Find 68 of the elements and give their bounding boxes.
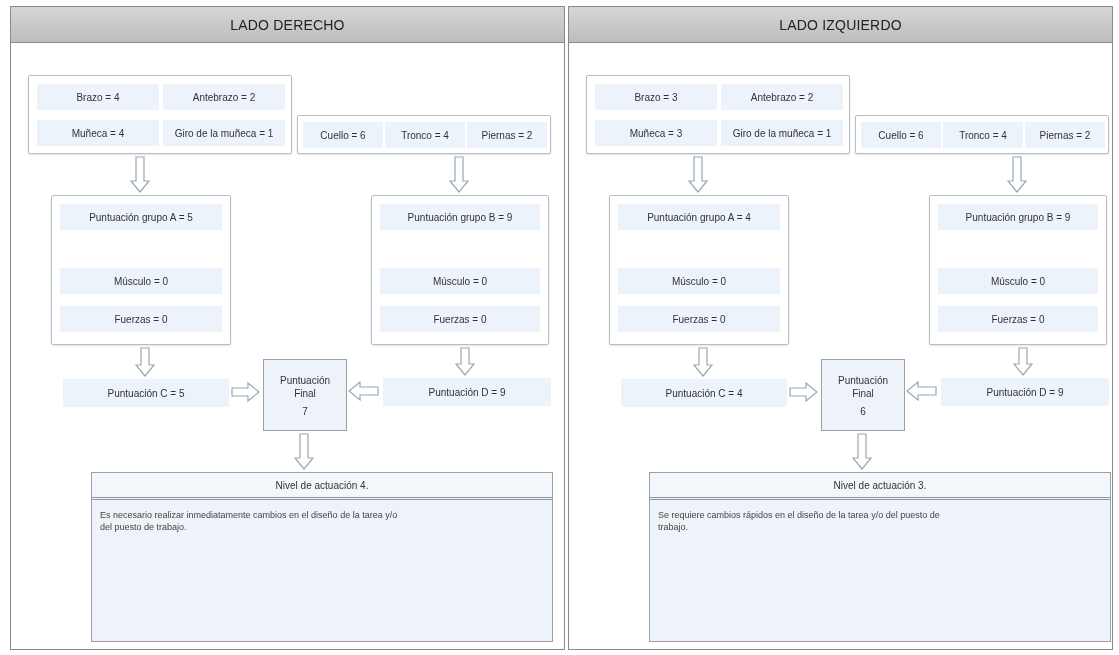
score-field: Tronco = 4 — [385, 122, 465, 148]
score-field: Puntuación grupo A = 4 — [618, 204, 780, 230]
block-arrow — [448, 156, 470, 193]
score-field: Puntuación C = 5 — [63, 379, 229, 407]
score-field: Muñeca = 4 — [37, 120, 159, 146]
action-level-box — [649, 472, 1111, 642]
block-arrow — [789, 381, 818, 403]
block-arrow — [851, 433, 873, 470]
score-field: Fuerzas = 0 — [938, 306, 1098, 332]
group-box — [28, 75, 292, 154]
score-label: Puntuación Final — [836, 373, 889, 400]
action-level-heading: Nivel de actuación 3. — [650, 473, 1110, 500]
score-field: Piernas = 2 — [467, 122, 547, 148]
score-field: Músculo = 0 — [380, 268, 540, 294]
panel-heading: LADO IZQUIERDO — [569, 7, 1112, 43]
panel — [10, 6, 565, 650]
score-field: Fuerzas = 0 — [60, 306, 222, 332]
panel-heading: LADO DERECHO — [11, 7, 564, 43]
score-field: Puntuación D = 9 — [941, 378, 1109, 406]
group-box — [51, 195, 231, 345]
block-arrow — [134, 347, 156, 377]
block-arrow — [293, 433, 315, 470]
score-field: Puntuación grupo A = 5 — [60, 204, 222, 230]
block-arrow — [1006, 156, 1028, 193]
score-field: Músculo = 0 — [60, 268, 222, 294]
score-field: Cuello = 6 — [303, 122, 383, 148]
score-field: Puntuación D = 9 — [383, 378, 551, 406]
score-field: Puntuación grupo B = 9 — [380, 204, 540, 230]
score-field: Fuerzas = 0 — [380, 306, 540, 332]
block-arrow — [906, 380, 937, 402]
score-label: Puntuación Final — [278, 373, 331, 400]
score-field: Brazo = 3 — [595, 84, 717, 110]
score-field: Puntuación C = 4 — [621, 379, 787, 407]
score-field: Cuello = 6 — [861, 122, 941, 148]
group-box — [929, 195, 1107, 345]
block-arrow — [454, 347, 476, 376]
group-box — [371, 195, 549, 345]
score-field: Giro de la muñeca = 1 — [721, 120, 843, 146]
score-field: Puntuación grupo B = 9 — [938, 204, 1098, 230]
score-value: 7 — [302, 405, 308, 417]
action-level-description: Es necesario realizar inmediatamente cambios en el diseño de la tarea y/o del puesto de trabajo. — [100, 509, 399, 533]
score-field: Giro de la muñeca = 1 — [163, 120, 285, 146]
score-field: Brazo = 4 — [37, 84, 159, 110]
score-value: 6 — [860, 405, 866, 417]
block-arrow — [1012, 347, 1034, 376]
final-score-box — [821, 359, 905, 431]
action-level-heading: Nivel de actuación 4. — [92, 473, 552, 500]
final-score-box — [263, 359, 347, 431]
group-box — [855, 115, 1109, 154]
block-arrow — [348, 380, 379, 402]
action-level-box — [91, 472, 553, 642]
score-field: Músculo = 0 — [618, 268, 780, 294]
block-arrow — [687, 156, 709, 193]
group-box — [586, 75, 850, 154]
score-field: Antebrazo = 2 — [721, 84, 843, 110]
action-level-description: Se requiere cambios rápidos en el diseño de la tarea y/o del puesto de trabajo. — [658, 509, 941, 533]
score-field: Músculo = 0 — [938, 268, 1098, 294]
score-field: Antebrazo = 2 — [163, 84, 285, 110]
score-field: Fuerzas = 0 — [618, 306, 780, 332]
block-arrow — [692, 347, 714, 377]
group-box — [609, 195, 789, 345]
panel — [568, 6, 1113, 650]
block-arrow — [129, 156, 151, 193]
block-arrow — [231, 381, 260, 403]
score-field: Muñeca = 3 — [595, 120, 717, 146]
group-box — [297, 115, 551, 154]
score-field: Tronco = 4 — [943, 122, 1023, 148]
score-field: Piernas = 2 — [1025, 122, 1105, 148]
